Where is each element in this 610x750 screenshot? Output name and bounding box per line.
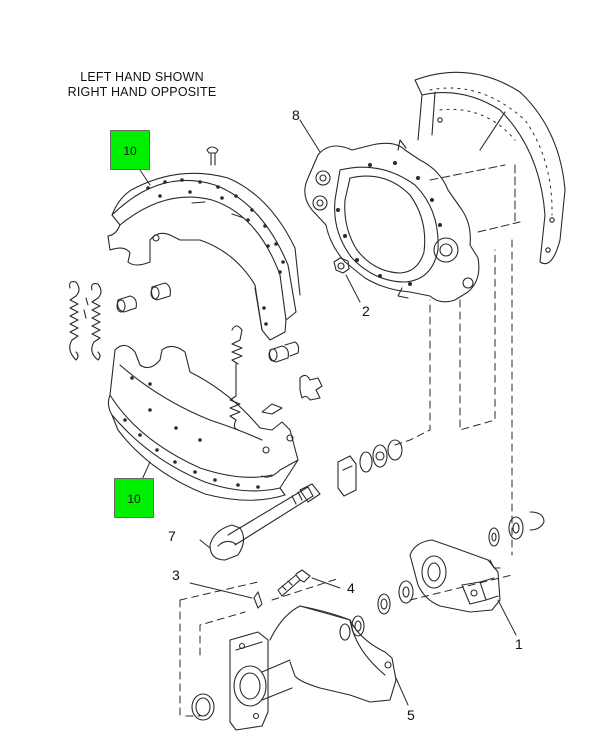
part-number-8: 8 [292,107,300,123]
assembly-dashed-paths [179,239,513,721]
rollers [116,282,300,363]
upper-brake-shoe [107,172,301,341]
orientation-note-line2: RIGHT HAND OPPOSITE [67,85,217,99]
pin [189,582,263,609]
brake-spider [304,139,480,303]
part-number-5: 5 [407,707,415,723]
part-number-2: 2 [362,303,370,319]
shoe-rivet [206,146,219,166]
part-number-3: 3 [172,567,180,583]
washers-upper [488,511,545,547]
slack-adjuster [409,539,517,636]
return-springs [69,281,102,361]
bolt [277,569,341,597]
part-number-7: 7 [168,528,176,544]
cam-bushing [337,439,403,497]
dust-shield [414,71,566,265]
callout-box-lower[interactable]: 10 [114,478,154,518]
part-number-4: 4 [347,580,355,596]
callout-box-upper[interactable]: 10 [110,130,150,170]
washers-lower [339,580,414,641]
lower-brake-shoe [107,344,299,501]
camshaft-bracket [229,605,409,731]
snap-ring [191,693,215,721]
part-number-1: 1 [515,636,523,652]
orientation-note: LEFT HAND SHOWN RIGHT HAND OPPOSITE [62,70,222,100]
center-spring [229,325,243,431]
axle-centerline [429,164,521,233]
retaining-clips [261,374,323,415]
orientation-note-line1: LEFT HAND SHOWN [80,70,204,84]
anchor-nut [333,257,361,303]
camshaft [199,483,321,561]
